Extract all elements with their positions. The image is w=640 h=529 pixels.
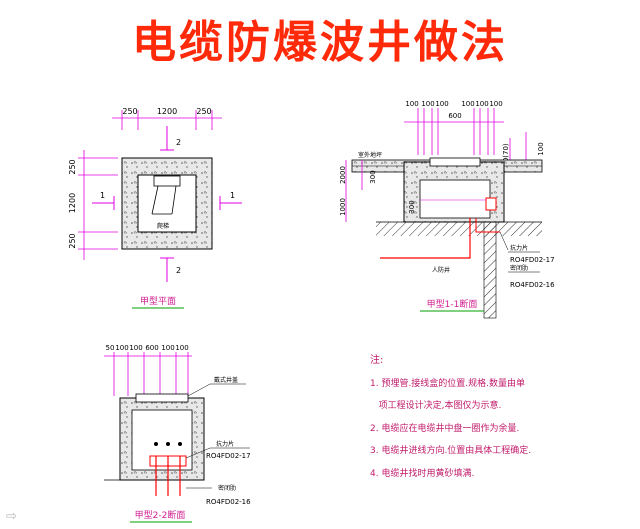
section-1-1: 100 100 100 100 100 100 600 50(70) 100 室… [339,100,555,319]
plan-section-mark-2-top: 2 [176,138,181,147]
plan-caption: 甲型平面 [140,296,176,307]
notes-heading: 注: [370,355,384,366]
section11-caption: 甲型1-1断面 [427,298,478,310]
s11-dim-5: 100 [475,100,488,108]
s11-dim-right-2: 100 [537,142,545,155]
plan-section-mark-1-right: 1 [230,191,235,200]
s11-ground-label: 室外地坪 [358,151,382,159]
s11-dim-6: 100 [489,100,502,108]
s22-wallplate-label: 抗力片 [216,440,234,448]
s22-dim-6: 100 [175,344,188,352]
s22-seal-label: 密闭肋 [218,484,236,492]
s11-ref2: RO4FD02-16 [510,281,555,289]
plan-dim-left-1: 250 [68,159,77,174]
s11-dim-left-3: 1000 [339,198,347,216]
s11-dim-left-2: 300 [369,170,377,183]
plan-dim-top-3: 250 [196,107,211,116]
s11-dim-left-1: 2000 [339,166,347,184]
note-item-1: 1. 预埋管.接线盒的位置.规格.数量由单 [370,378,526,389]
notes-block: 注: 1. 预埋管.接线盒的位置.规格.数量由单 项工程设计决定,本图仅为示意.… [370,350,531,485]
s22-dim-1: 50 [106,344,115,352]
section22-caption: 甲型2-2断面 [135,509,186,521]
page-title: 电缆防爆波井做法 [132,17,508,68]
note-item-1b: 项工程设计决定,本图仅为示意. [370,401,502,411]
s11-dim-2: 100 [421,100,434,108]
plan-dim-left-3: 250 [68,233,77,248]
s11-dim-7: 600 [448,112,461,120]
plan-dim-top-2: 1200 [157,107,177,116]
s11-seal-label: 密闭肋 [510,264,528,272]
s11-wallplate-label: 抗力片 [510,244,528,252]
plan-ladder-label: 爬梯 [157,222,169,230]
section-2-2: 50 100 100 600 100 100 戴式井盖 抗力片 RO4FD0 [104,344,251,523]
s22-ref1: RO4FD02-17 [206,452,251,460]
s22-dim-3: 100 [129,344,142,352]
plan-section-mark-2-bottom: 2 [176,266,181,275]
s22-dim-4: 600 [145,344,158,352]
plan-dim-top-1: 250 [122,107,137,116]
s11-dim-1: 100 [405,100,418,108]
s11-pipe-label: 人防井 [432,266,450,274]
plan-view: 250 1200 250 250 1200 250 爬梯 2 2 1 1 [68,107,242,309]
s22-dim-2: 100 [115,344,128,352]
s11-dim-inner: 300 [408,200,416,213]
plan-section-mark-1-left: 1 [100,191,105,200]
s22-cover-label: 戴式井盖 [214,376,238,384]
s11-dim-3: 100 [435,100,448,108]
plan-dim-left-2: 1200 [68,193,77,213]
s22-ref2: RO4FD02-16 [206,498,251,506]
s11-ref1: RO4FD02-17 [510,256,555,264]
s22-dim-5: 100 [161,344,174,352]
note-item-4: 4. 电缆井找时用黄砂填满. [370,468,475,479]
s11-dim-right-1: 50(70) [502,143,510,167]
note-item-3: 3. 电缆井进线方向.位置由具体工程确定. [370,446,532,456]
arrow-right-icon: ⇨ [6,509,17,524]
note-item-2: 2. 电缆应在电缆井中盘一圈作为余量. [370,423,520,434]
s11-dim-4: 100 [461,100,474,108]
